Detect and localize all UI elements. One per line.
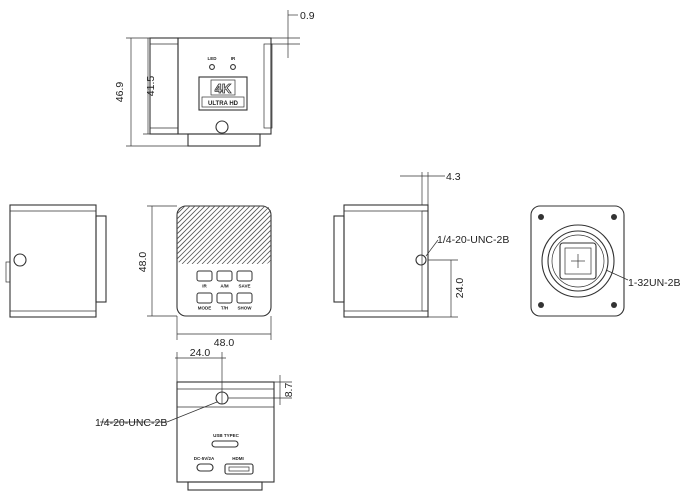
hatch-line <box>246 206 271 264</box>
left-side-view <box>5 204 107 318</box>
led-label: LED <box>208 56 218 61</box>
front-button-label: SHOW <box>238 306 253 311</box>
front-button <box>216 292 233 304</box>
hatch-line <box>266 206 271 264</box>
dim-bottom-hole-x: 24.0 <box>190 347 211 359</box>
hatch-line <box>177 206 233 264</box>
hatch-line <box>231 206 271 264</box>
hatch-line <box>181 206 243 264</box>
ir-label: IR <box>231 56 236 61</box>
hatch-line <box>191 206 253 264</box>
right-side-view: 4.3 1/4-20-UNC-2B 24.0 <box>333 171 509 318</box>
hatch-line <box>177 206 213 264</box>
dim-offset: 0.9 <box>300 10 315 22</box>
front-button <box>216 270 233 282</box>
button-panel: IR A/M SAVE MODE T/H SHOW <box>196 270 253 311</box>
front-button <box>236 292 253 304</box>
hatch-line <box>177 206 198 264</box>
front-view: IR A/M SAVE MODE T/H SHOW 48.0 48.0 <box>102 204 352 349</box>
hatch-line <box>177 206 188 264</box>
dim-side-offset: 4.3 <box>446 171 461 183</box>
hatch-line <box>201 206 263 264</box>
hatch-line <box>206 206 268 264</box>
dim-body-height: 41.5 <box>145 76 157 97</box>
heat-sink-hatching <box>102 204 352 264</box>
lens-thread-label: 1-32UN-2B <box>628 277 681 289</box>
dim-front-width: 48.0 <box>214 337 235 349</box>
hatch-line <box>282 204 342 264</box>
dim-front-height: 48.0 <box>137 252 149 273</box>
hatch-line <box>256 206 271 264</box>
hatch-line <box>287 204 347 264</box>
hatch-line <box>272 204 332 264</box>
lens-view: 1-32UN-2B <box>530 205 681 317</box>
front-button <box>196 270 213 282</box>
front-button-label: IR <box>202 284 207 289</box>
hatch-line <box>177 206 218 264</box>
hatch-line <box>177 206 228 264</box>
hatch-line <box>177 206 223 264</box>
hatch-line <box>236 206 271 264</box>
front-button-label: SAVE <box>239 284 251 289</box>
hatch-line <box>292 204 352 264</box>
hatch-line <box>241 206 271 264</box>
hdmi-port-label: HDMI <box>232 456 244 461</box>
hatch-line <box>177 206 203 264</box>
badge-ultra-hd: ULTRA HD <box>208 101 239 107</box>
hatch-line <box>177 206 238 264</box>
hatch-line <box>211 206 271 264</box>
hatch-line <box>177 206 193 264</box>
hatch-line <box>216 206 271 264</box>
dc-port-label: DC-5V/2A <box>194 456 215 461</box>
front-button-label: A/M <box>220 284 229 289</box>
hatch-line <box>221 206 271 264</box>
front-button-label: MODE <box>198 306 212 311</box>
hatch-line <box>177 206 208 264</box>
hatch-line <box>251 206 271 264</box>
usb-port-label: USB TYPEC <box>213 433 240 438</box>
dim-hole-height: 24.0 <box>454 278 466 299</box>
bottom-view: USB TYPEC DC-5V/2A HDMI 24.0 8.7 1/4-20-… <box>95 347 295 491</box>
hatch-line <box>277 204 337 264</box>
dim-total-height: 46.9 <box>114 82 126 103</box>
top-view: LED IR 4K ULTRA HD 46.9 41.5 0.9 <box>114 10 315 147</box>
hatch-line <box>102 204 162 264</box>
front-button <box>196 292 213 304</box>
hatch-line <box>186 206 248 264</box>
hatch-line <box>226 206 271 264</box>
hatch-line <box>196 206 258 264</box>
side-thread-label: 1/4-20-UNC-2B <box>437 234 509 246</box>
bottom-thread-label: 1/4-20-UNC-2B <box>95 417 167 429</box>
dim-bottom-hole-y: 8.7 <box>283 383 295 398</box>
front-button-label: T/H <box>221 306 228 311</box>
badge-4k: 4K <box>215 81 232 96</box>
front-button <box>236 270 253 282</box>
